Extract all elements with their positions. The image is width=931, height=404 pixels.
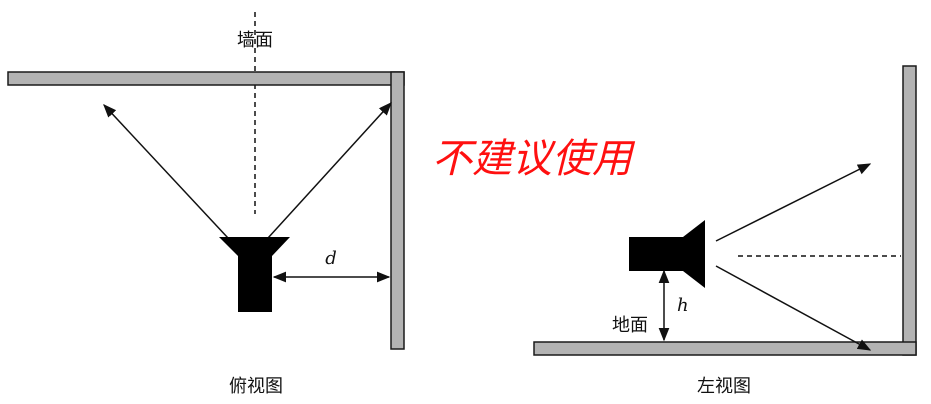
side-view: h 地面 左视图 <box>533 65 917 397</box>
top-view-left-ray-arrow <box>103 104 229 239</box>
floor-label: 地面 <box>612 315 648 336</box>
speaker-top-view-icon <box>219 237 290 312</box>
wall-label: 墙面 <box>237 30 273 51</box>
distance-d-label: d <box>325 248 337 269</box>
top-view-caption: 俯视图 <box>229 376 283 397</box>
side-view-vertical-wall <box>902 65 917 356</box>
side-view-lower-ray-arrow <box>715 265 872 351</box>
height-h-label: h <box>677 295 689 316</box>
side-view-floor <box>533 341 917 356</box>
top-view: 墙面 d 俯视图 <box>7 12 405 397</box>
top-view-right-ray-arrow <box>267 102 392 239</box>
top-view-horizontal-wall <box>7 71 405 86</box>
warning-text: 不建议使用 <box>432 136 636 182</box>
speaker-side-view-icon <box>629 220 705 288</box>
top-view-vertical-wall <box>390 71 405 350</box>
side-view-upper-ray-arrow <box>715 163 872 242</box>
side-view-caption: 左视图 <box>697 376 751 397</box>
